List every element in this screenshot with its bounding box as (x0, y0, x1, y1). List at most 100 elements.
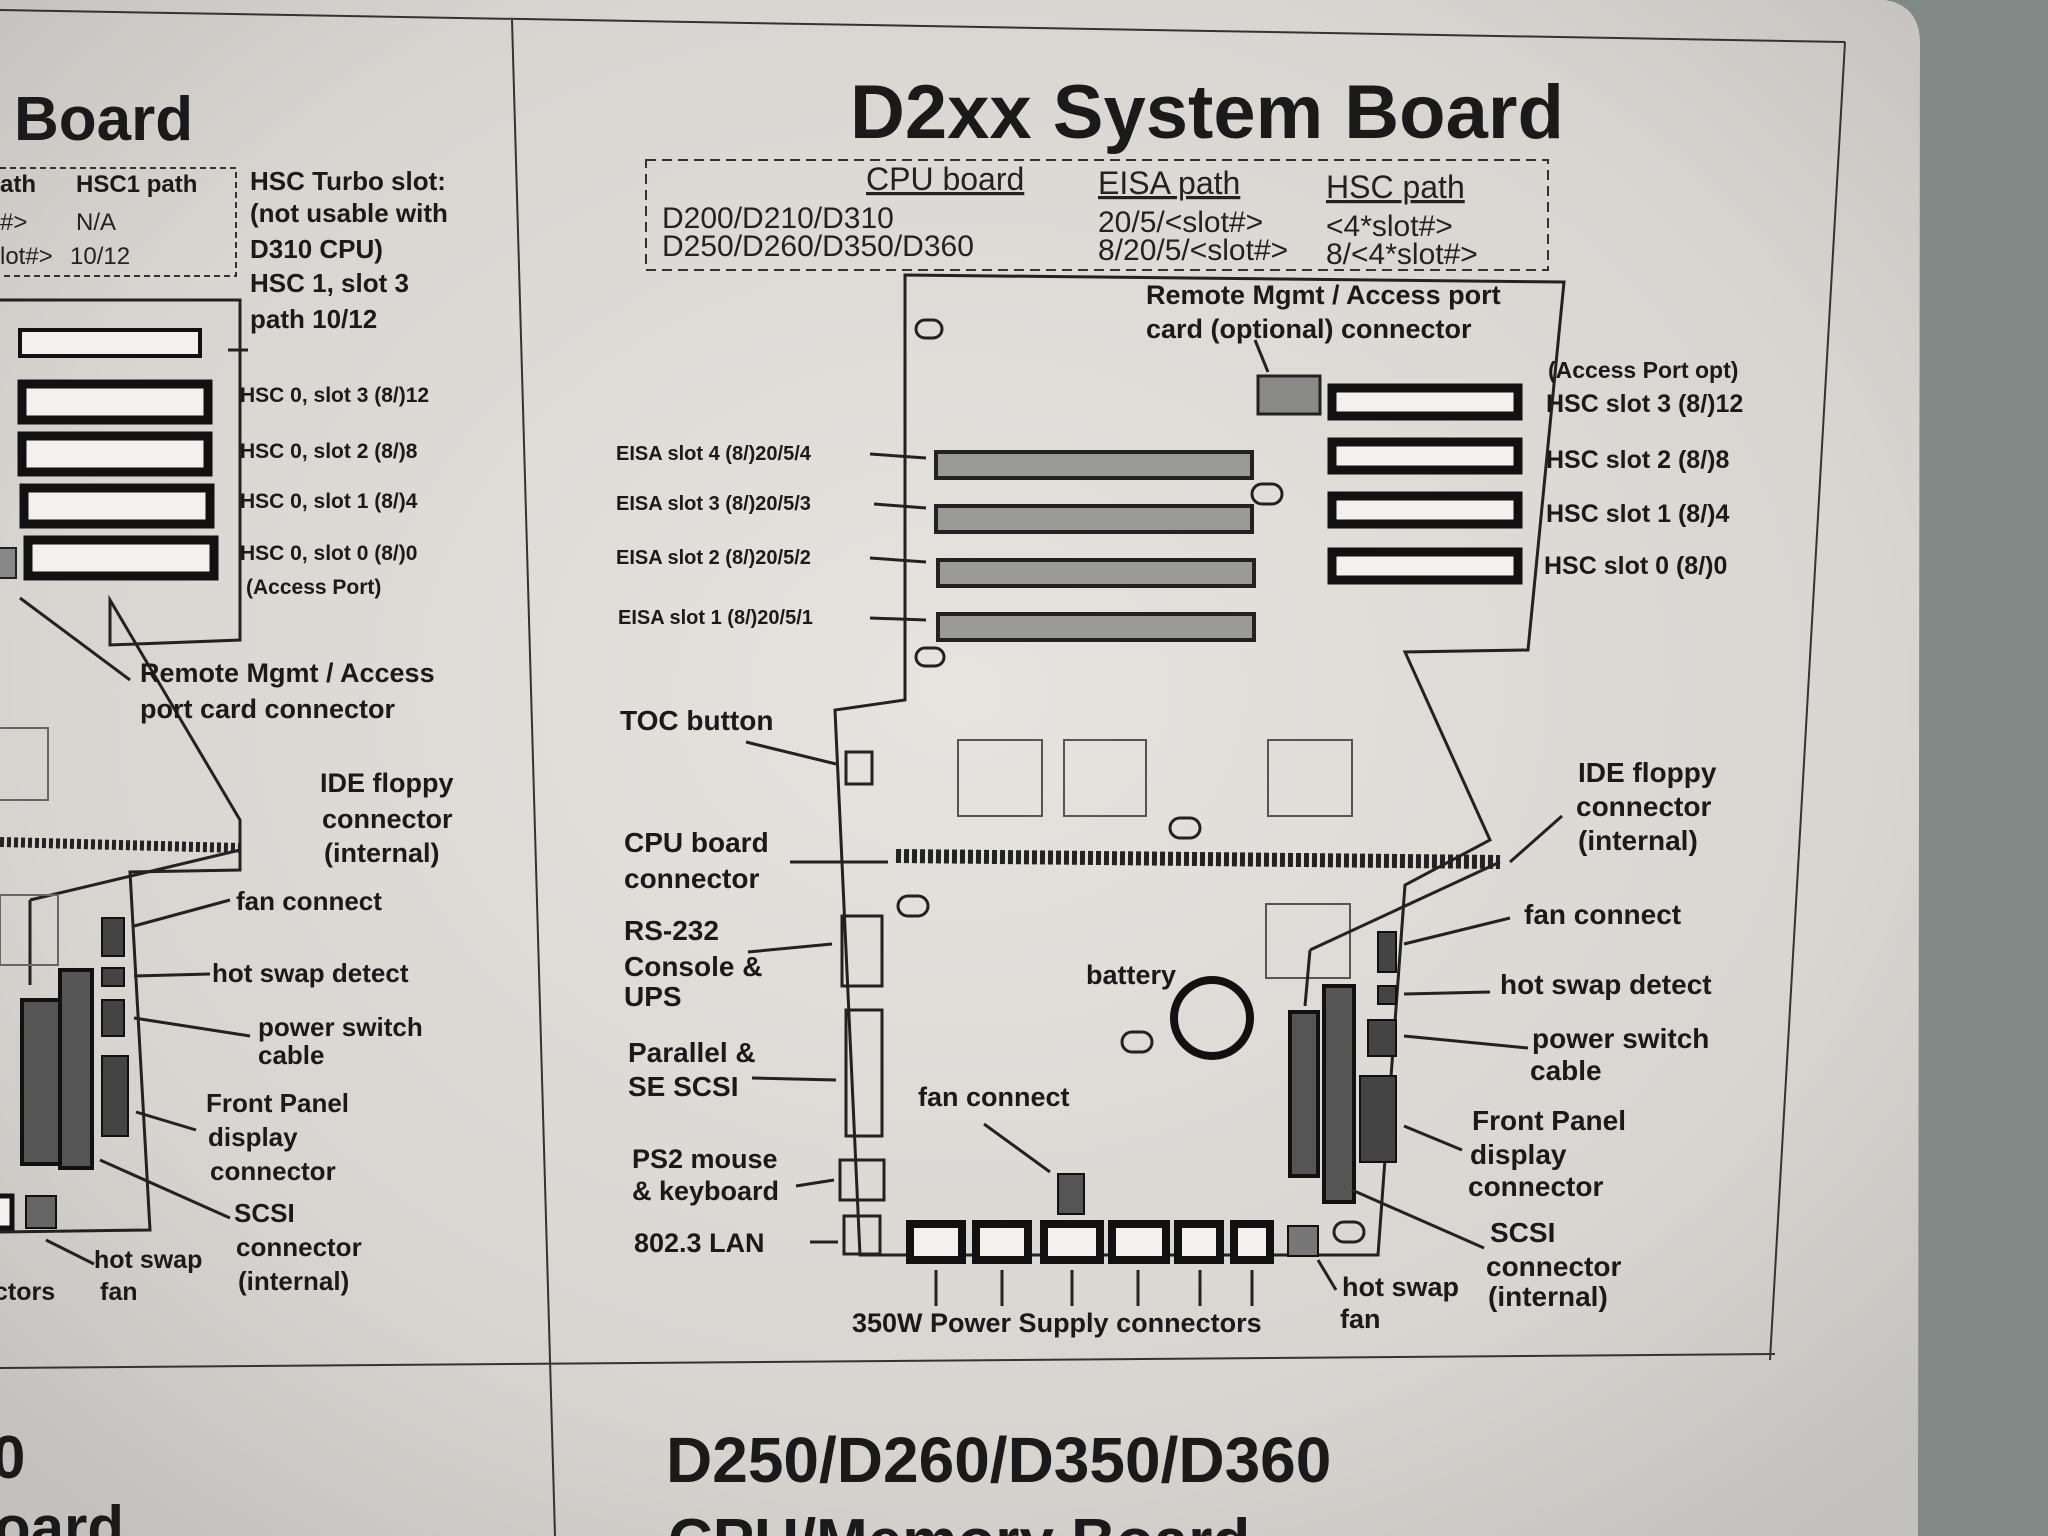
power-connector-6 (1230, 1220, 1274, 1264)
left-chip-2 (0, 894, 59, 966)
left-frontpanel-label-3: connector (210, 1156, 336, 1186)
rs232-arrow (747, 942, 833, 954)
left-fan-connect-label: fan connect (236, 886, 382, 916)
left-fan-arrow (133, 898, 231, 928)
table-r1-eisa: 20/5/<slot#> (1098, 206, 1263, 239)
mounting-hole (1168, 816, 1202, 840)
hot-swap-fan-label-2: fan (1340, 1304, 1381, 1334)
battery-label: battery (1086, 960, 1176, 990)
left-hsc-slot-0 (23, 535, 219, 581)
left-slot-label-3: HSC 0, slot 3 (8/)12 (240, 384, 429, 407)
power-switch-connector (1367, 1019, 1397, 1057)
left-panel: Board ath HSC1 path #> N/A lot#> 10/12 H… (0, 85, 454, 1536)
ps2-label-2: & keyboard (632, 1176, 779, 1206)
left-table-r2c1: lot#> (0, 243, 53, 270)
power-connector-3 (1040, 1220, 1104, 1264)
left-power-connector (0, 1193, 15, 1231)
left-scsi-connector (58, 968, 94, 1170)
fan-connector (1377, 931, 1397, 973)
hsc-slot-2 (1327, 437, 1523, 475)
left-table-r1c2: N/A (76, 209, 116, 236)
left-scsi-label-3: (internal) (238, 1266, 349, 1296)
power-switch-label-2: cable (1530, 1055, 1602, 1086)
hot-swap-detect-label: hot swap detect (1500, 969, 1712, 1000)
scsi-arrow (1351, 1188, 1485, 1250)
left-ide-2: connector (322, 804, 453, 834)
eisa-slot-3 (934, 504, 1254, 534)
chip (957, 739, 1043, 817)
rs232-label-2: Console & (624, 951, 762, 982)
frame-right-line (1769, 41, 1846, 1361)
fan-connector-center (1057, 1173, 1085, 1215)
left-hot-swap-fan (25, 1195, 57, 1229)
left-fan-arrow-2 (45, 1238, 95, 1266)
hsc-slot-3-label: HSC slot 3 (8/)12 (1546, 390, 1743, 418)
power-supply-label: 350W Power Supply connectors (852, 1308, 1262, 1338)
left-ide-1: IDE floppy (320, 768, 454, 798)
hsc-slot-1 (1327, 491, 1523, 529)
left-hotswap-fan-1: hot swap (94, 1246, 202, 1274)
left-hsc-slot-3 (17, 379, 213, 425)
table-header-cpu-board: CPU board (866, 161, 1024, 197)
power-connector-2 (972, 1220, 1032, 1264)
eisa-slot-2-label: EISA slot 2 (8/)20/5/2 (616, 547, 811, 569)
toc-arrow (745, 740, 837, 766)
left-hsc-slot-2 (17, 431, 213, 477)
hot-swap-detect-connector (1377, 985, 1397, 1005)
eisa-slot-3-label: EISA slot 3 (8/)20/5/3 (616, 493, 811, 515)
left-front-panel (101, 1055, 129, 1137)
parallel-arrow (751, 1076, 837, 1082)
main-title: D2xx System Board (850, 70, 1564, 155)
table-r1-cpu: D200/D210/D310 (662, 202, 894, 235)
left-ide-arrow (29, 848, 241, 902)
table-r2-cpu: D250/D260/D350/D360 (662, 230, 974, 263)
left-bottom-fragment-1: 0 (0, 1424, 25, 1491)
remote-mgmt-arrow (1253, 339, 1270, 373)
cpu-connector-label-1: CPU board (624, 827, 769, 858)
ide-floppy-label-1: IDE floppy (1578, 757, 1717, 788)
path-table-frame (645, 159, 1549, 271)
left-power-arrow (133, 1016, 251, 1038)
left-hsc-turbo-slot (18, 328, 202, 358)
rs232-label-3: UPS (624, 981, 682, 1012)
left-scsi-label-1: SCSI (234, 1198, 295, 1228)
battery (1170, 976, 1254, 1060)
frame-divider-left (511, 19, 556, 1536)
front-panel-label-2: display (1470, 1139, 1567, 1170)
fan-center-arrow (983, 1122, 1051, 1174)
eisa-slot-4-label: EISA slot 4 (8/)20/5/4 (616, 443, 812, 465)
bottom-subtitle: CPU/Memory Board (668, 1507, 1250, 1536)
left-remote-label-2: port card connector (140, 694, 396, 724)
front-panel-arrow (1403, 1124, 1463, 1152)
hsc-slot-3 (1327, 383, 1523, 421)
left-bottom-fragment-2: oard (0, 1494, 124, 1536)
parallel-label-1: Parallel & (628, 1037, 756, 1068)
left-frontpanel-arrow (135, 1110, 197, 1132)
cpu-board-connector (895, 849, 1501, 869)
eisa-slot-2-arrow (869, 556, 927, 564)
mounting-hole (914, 646, 946, 668)
rs232-connector (840, 914, 884, 988)
hsc-slot-0 (1327, 547, 1523, 585)
bottom-panel: D250/D260/D350/D360 CPU/Memory Board (666, 1424, 1331, 1536)
power-switch-label-1: power switch (1532, 1023, 1709, 1054)
left-note-5: path 10/12 (250, 304, 377, 334)
scsi-label-1: SCSI (1490, 1217, 1555, 1248)
mounting-hole (896, 894, 930, 918)
lan-label: 802.3 LAN (634, 1228, 765, 1258)
hsc-slot-1-label: HSC slot 1 (8/)4 (1546, 500, 1729, 528)
system-board-outline (833, 273, 1566, 1257)
left-fan-connect (101, 917, 125, 957)
power-connector-5 (1174, 1220, 1224, 1264)
left-hot-swap-label: hot swap detect (212, 958, 409, 988)
table-r1-hsc: <4*slot#> (1326, 210, 1453, 243)
ide-floppy-connector (1288, 1010, 1320, 1178)
left-hot-swap-detect (101, 967, 125, 987)
left-title: Board (14, 85, 193, 154)
mounting-hole (914, 318, 944, 340)
remote-mgmt-label-1: Remote Mgmt / Access port (1146, 280, 1501, 310)
eisa-slot-4 (934, 450, 1254, 480)
eisa-slot-3-arrow (873, 502, 927, 510)
